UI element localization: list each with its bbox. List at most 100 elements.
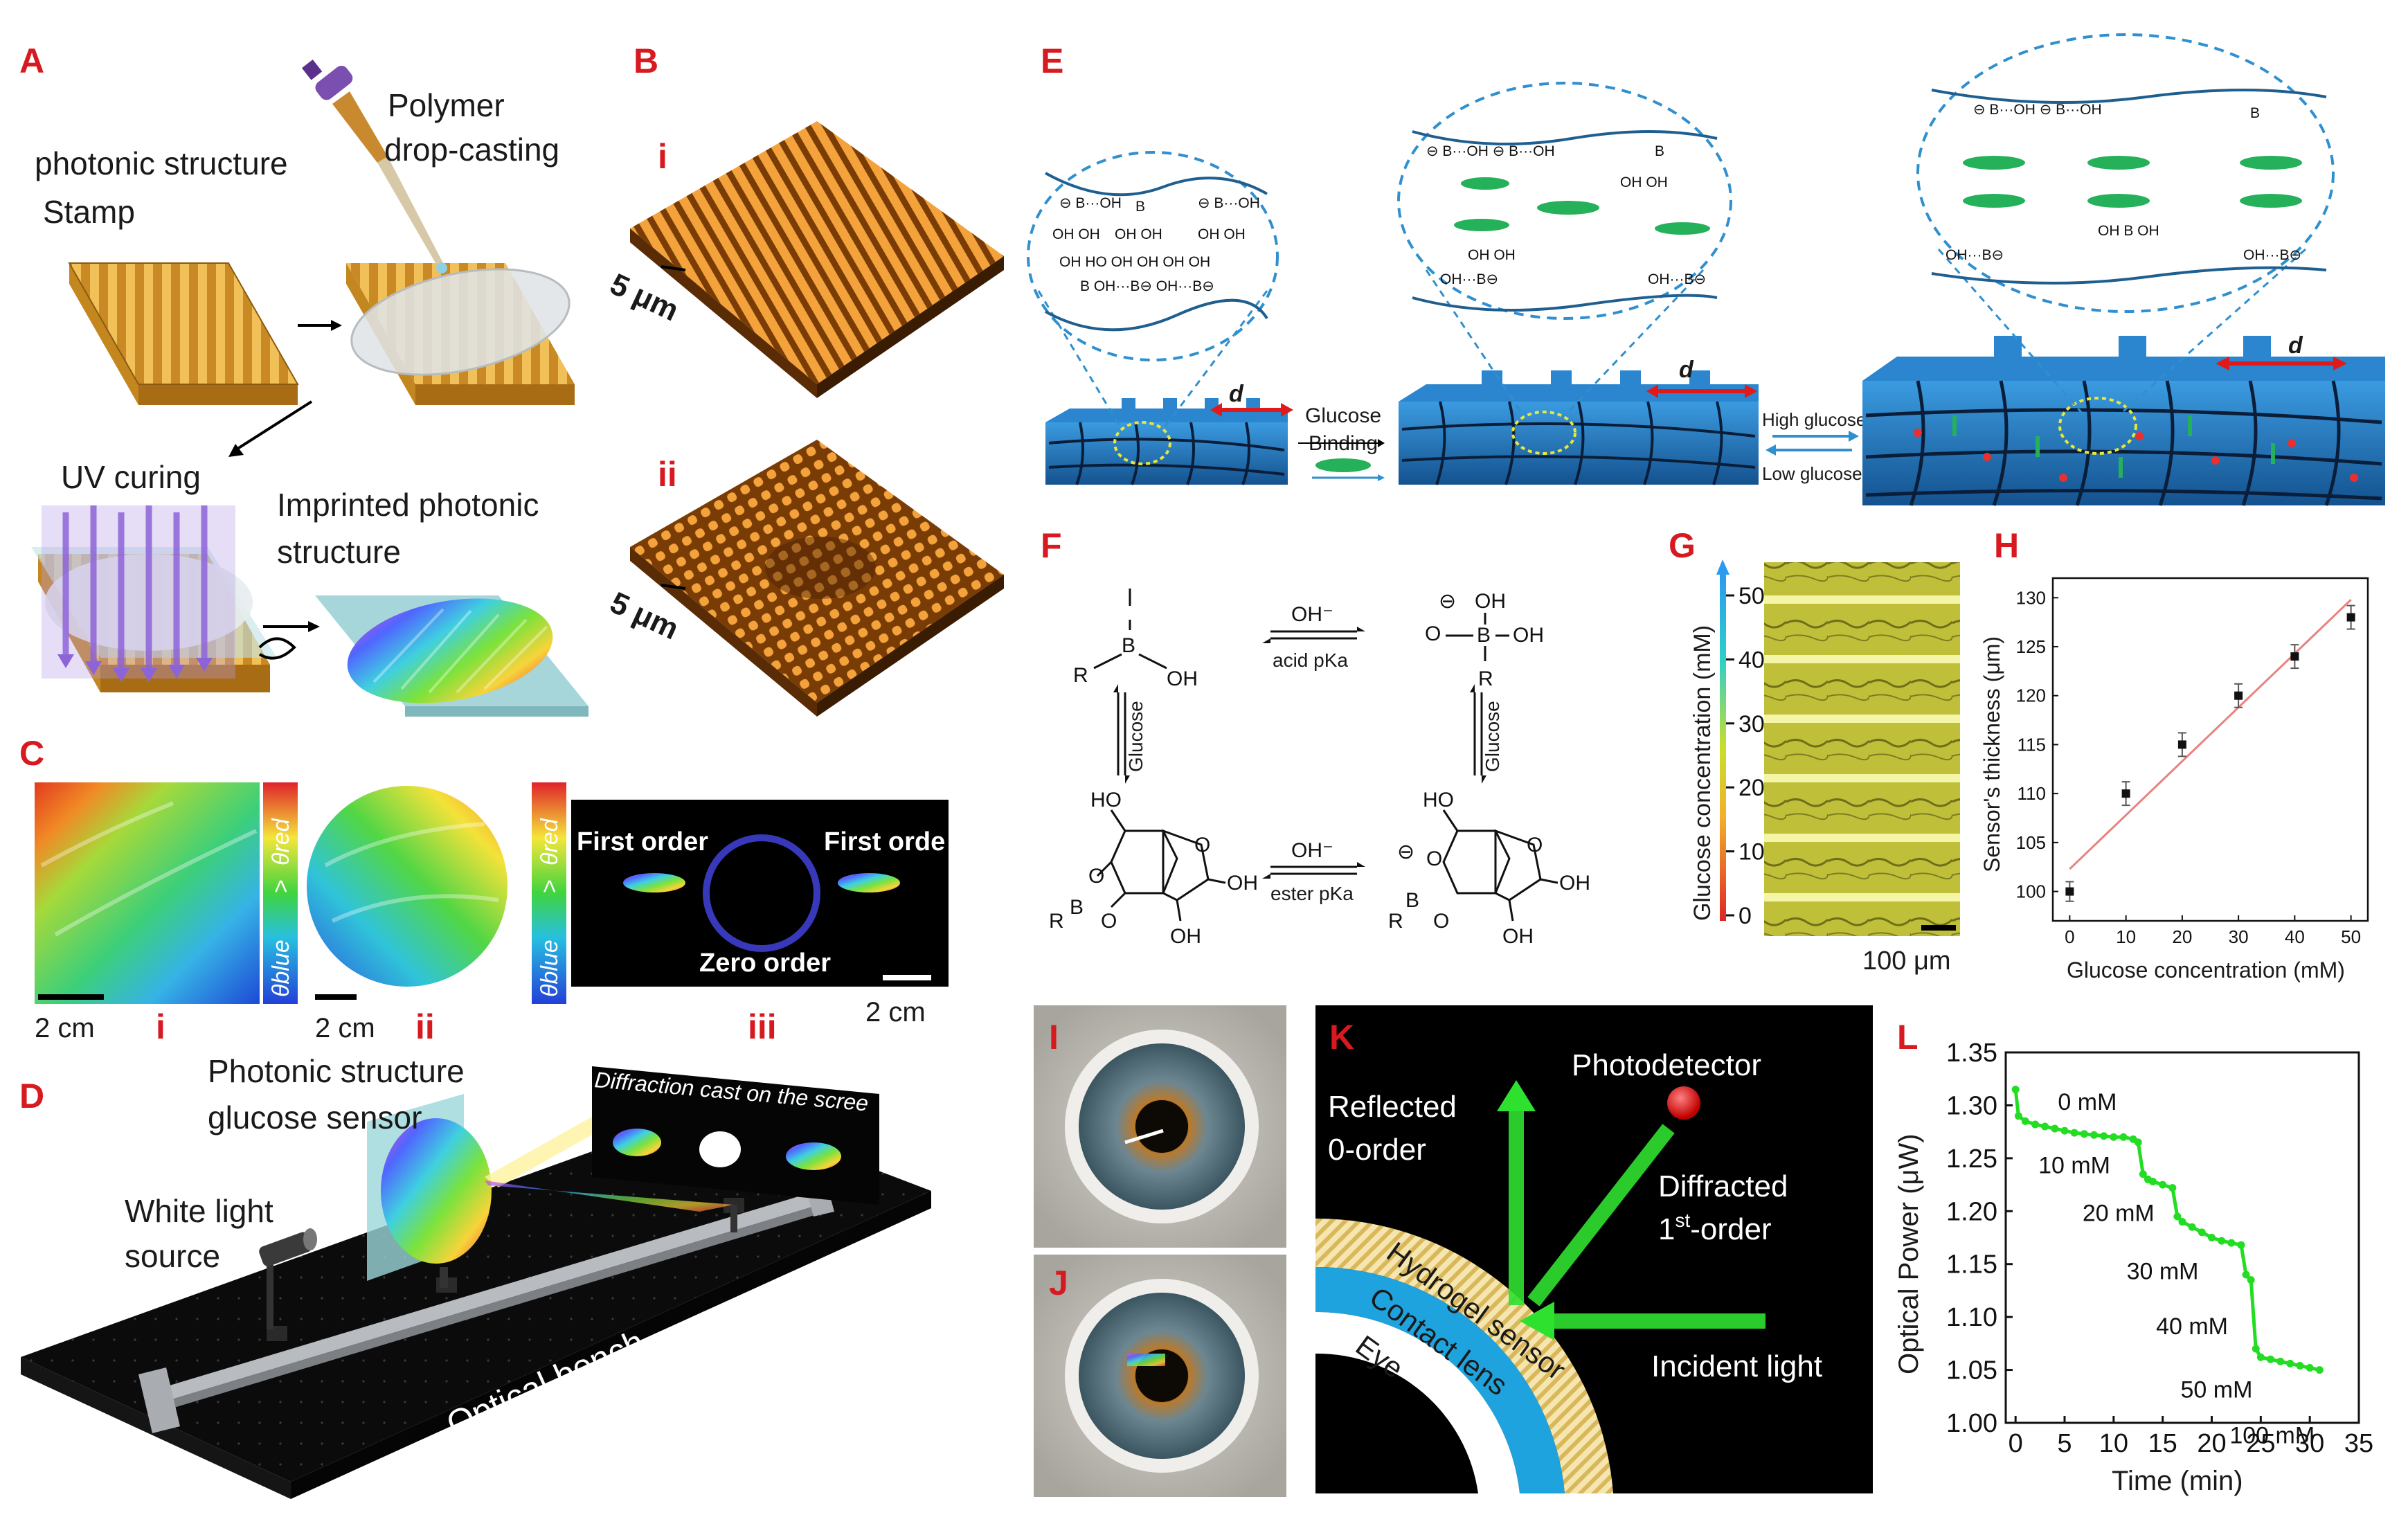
- l-xtick-label: 15: [2148, 1429, 2177, 1458]
- l-point: [2060, 1126, 2069, 1135]
- oh-minus-bottom: OH⁻: [1291, 839, 1333, 862]
- diffracted-label-1: Diffracted: [1658, 1169, 1788, 1203]
- h-xtick-label: 40: [2285, 926, 2305, 947]
- h-point: [2234, 691, 2243, 700]
- l-annotation: 30 mM: [2127, 1258, 2199, 1284]
- h-plot-frame: [2051, 577, 2369, 922]
- boronate: ⊖OH O B OH R: [1425, 590, 1544, 690]
- panel-letter-f: F: [1041, 526, 1062, 565]
- svg-text:R: R: [1049, 910, 1064, 933]
- svg-text:B: B: [1135, 199, 1145, 215]
- l-point: [2090, 1131, 2098, 1139]
- svg-text:⊖: ⊖: [1439, 590, 1456, 613]
- l-point: [2149, 1177, 2157, 1185]
- svg-text:O: O: [1194, 834, 1210, 856]
- diffracted-sup: st: [1675, 1210, 1690, 1231]
- h-ytick-label: 105: [2016, 832, 2046, 853]
- svg-text:O: O: [1425, 622, 1441, 645]
- svg-text:HO: HO: [1090, 789, 1122, 811]
- l-annotation: 100 mM: [2229, 1422, 2315, 1448]
- g-tick-label: 10: [1738, 839, 1765, 865]
- l-point: [2070, 1129, 2078, 1137]
- scale-c-iii: 2 cm: [865, 997, 926, 1027]
- l-point: [2256, 1353, 2265, 1361]
- l-point: [2178, 1218, 2186, 1226]
- incident-label: Incident light: [1651, 1349, 1822, 1383]
- projection-screen: [592, 1066, 879, 1232]
- g-tick-label: 20: [1738, 775, 1765, 801]
- panel-letter-k: K: [1329, 1018, 1354, 1057]
- svg-text:O: O: [1101, 910, 1117, 933]
- photodetector-icon: [1667, 1086, 1700, 1120]
- l-point: [2110, 1133, 2118, 1141]
- l-xtick-label: 20: [2197, 1429, 2226, 1458]
- l-point: [2252, 1345, 2260, 1353]
- light-source-label-1: White light: [125, 1193, 273, 1229]
- scale-c-i: 2 cm: [35, 1013, 95, 1043]
- svg-text:OH OH: OH OH: [1052, 226, 1100, 242]
- panel-letter-b: B: [634, 42, 658, 80]
- g-tick-label: 0: [1738, 903, 1752, 929]
- stamp-label-2: Stamp: [43, 194, 135, 230]
- theta-red-i: θred: [268, 818, 294, 865]
- l-ytick-label: 1.15: [1946, 1250, 1997, 1280]
- l-annotation: 0 mM: [2058, 1089, 2117, 1115]
- l-xtick-label: 10: [2099, 1429, 2128, 1458]
- l-point: [2267, 1355, 2274, 1363]
- gt-ii: >: [537, 879, 563, 893]
- panel-b: B i 5 μm ii 5 μm: [605, 42, 1004, 717]
- l-point: [2242, 1271, 2250, 1279]
- svg-text:B OH···B⊖ OH···B⊖: B OH···B⊖ OH···B⊖: [1080, 278, 1214, 294]
- panel-letter-h: H: [1994, 526, 2019, 565]
- l-point: [2188, 1223, 2196, 1231]
- imprinted-label-1: Imprinted photonic: [277, 487, 539, 523]
- l-point: [2119, 1133, 2128, 1141]
- panel-letter-e: E: [1041, 42, 1063, 80]
- l-point: [2100, 1132, 2108, 1140]
- l-point: [2168, 1184, 2177, 1192]
- h-ytick-label: 115: [2018, 734, 2046, 755]
- svg-text:⊖ B···OH ⊖ B···OH: ⊖ B···OH ⊖ B···OH: [1973, 102, 2102, 118]
- scale-g: 100 μm: [1862, 946, 1951, 976]
- light-source-icon: [259, 1228, 317, 1329]
- l-point: [2208, 1234, 2216, 1241]
- afm-dots: [630, 440, 1004, 717]
- l-ytick-label: 1.00: [1946, 1409, 1997, 1438]
- l-point: [2051, 1124, 2059, 1133]
- eye-layer: [1315, 1311, 1520, 1493]
- hydrogel-low: [1045, 398, 1288, 485]
- polymer-label-2: drop-casting: [384, 132, 559, 168]
- h-ytick-label: 125: [2016, 636, 2046, 657]
- l-point: [2247, 1276, 2255, 1284]
- l-point: [2198, 1228, 2206, 1237]
- angle-map-ii: [307, 786, 507, 987]
- diffracted-label-3: -order: [1690, 1212, 1771, 1246]
- l-plot-frame: [2004, 1051, 2360, 1424]
- g-tick-label: 30: [1738, 711, 1765, 737]
- svg-text:1st-order: 1st-order: [1658, 1210, 1772, 1246]
- diffracted-label-2: 1: [1658, 1212, 1675, 1246]
- imprinted-label-2: structure: [277, 534, 401, 570]
- reflected-label-2: 0-order: [1328, 1133, 1426, 1167]
- h-xtick-label: 20: [2172, 926, 2192, 947]
- h-point: [2121, 789, 2130, 798]
- polymer-label-1: Polymer: [388, 87, 505, 123]
- l-point: [2227, 1239, 2236, 1247]
- h-fit-line: [2069, 599, 2352, 870]
- zoom-bubble-3: [1916, 33, 2335, 313]
- hydrogel-high: [1862, 336, 2385, 506]
- pipette-icon: [301, 59, 447, 273]
- h-ytick-label: 120: [2016, 685, 2046, 706]
- boronate-ester-right: HO: [1423, 789, 1558, 922]
- svg-text:OH: OH: [1513, 624, 1544, 647]
- h-point: [2065, 887, 2074, 896]
- stamp-label-1: photonic structure: [35, 145, 288, 181]
- stamp-with-polymer: [346, 263, 575, 405]
- h-point: [2346, 613, 2355, 622]
- panel-i: I: [1034, 1005, 1286, 1248]
- colorbar-ii: [532, 782, 566, 1004]
